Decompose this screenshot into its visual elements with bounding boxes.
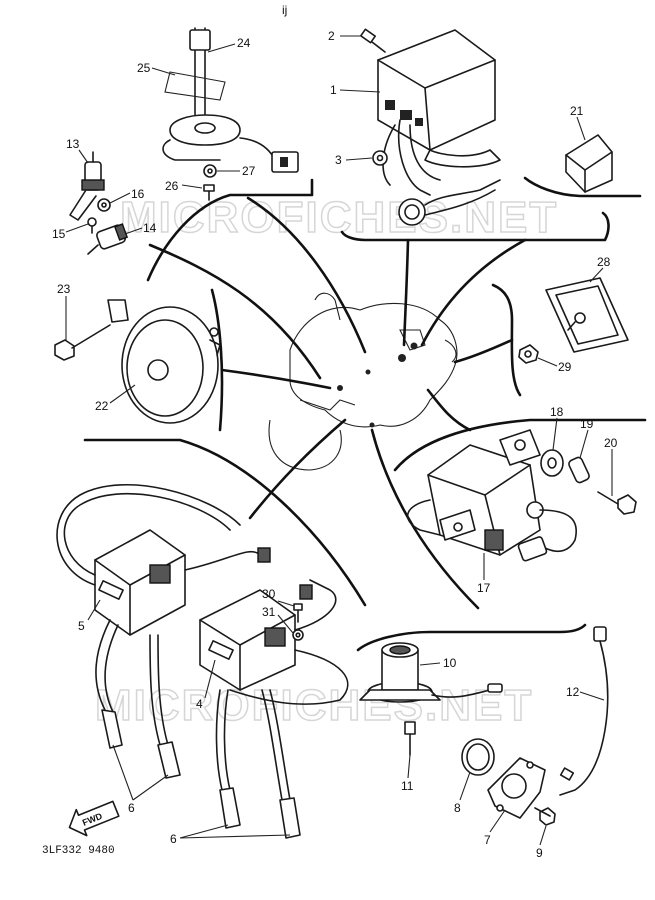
callout-17: 17 (477, 581, 491, 595)
callout-10: 10 (443, 656, 457, 670)
group-leaders (148, 196, 527, 610)
bolt-23 (54, 324, 111, 361)
forward-arrow: FWD (68, 800, 120, 837)
callout-7: 7 (484, 833, 491, 847)
callout-6a: 6 (128, 801, 135, 815)
callout-15: 15 (52, 227, 66, 241)
callout-21: 21 (570, 104, 584, 118)
grommet-18 (540, 449, 564, 477)
callout-24: 24 (237, 36, 251, 50)
callout-5: 5 (78, 619, 85, 633)
washer-16 (97, 198, 111, 212)
callout-6b: 6 (170, 832, 177, 846)
callout-23: 23 (57, 282, 71, 296)
relay-21 (565, 134, 613, 193)
screw-2 (359, 28, 386, 53)
plug-leads-6 (95, 619, 301, 839)
lamp-28 (545, 277, 629, 353)
switch-13 (69, 151, 105, 221)
screw-30 (293, 603, 303, 623)
callout-2: 2 (328, 29, 335, 43)
group-boundaries (83, 176, 647, 652)
callout-13: 13 (66, 137, 80, 151)
callouts: 1 2 3 4 5 6 6 7 8 9 10 11 12 13 14 15 16… (52, 29, 618, 860)
callout-29: 29 (558, 360, 572, 374)
header-mark: ij (282, 3, 287, 17)
ignition-coil-5 (56, 483, 271, 636)
bolt-11 (404, 721, 416, 756)
relay-17 (406, 429, 577, 562)
frame-sketch (268, 292, 458, 471)
nut-29 (518, 344, 539, 364)
callout-14: 14 (143, 221, 157, 235)
callout-18: 18 (550, 405, 564, 419)
callout-1: 1 (330, 83, 337, 97)
callout-27: 27 (242, 164, 256, 178)
callout-19: 19 (580, 417, 594, 431)
callout-25: 25 (137, 61, 151, 75)
fuel-sender-unit (162, 27, 299, 173)
callout-28: 28 (597, 255, 611, 269)
callout-9: 9 (536, 846, 543, 860)
lead-12 (559, 626, 609, 796)
horn-22 (107, 299, 221, 424)
callout-31: 31 (262, 605, 276, 619)
screw-26 (203, 184, 215, 201)
callout-20: 20 (604, 436, 618, 450)
callout-12: 12 (566, 685, 580, 699)
callout-leaders (65, 35, 613, 846)
bolt-9 (534, 807, 556, 826)
collar-19 (568, 456, 590, 484)
pickup-coil-10 (359, 642, 503, 703)
callout-4: 4 (196, 697, 203, 711)
collar-3 (372, 150, 388, 166)
ignition-coil-4 (199, 579, 349, 705)
o-ring-8 (461, 738, 495, 776)
watermark-bottom: MICROFICHES.NET (95, 681, 533, 730)
callout-8: 8 (454, 801, 461, 815)
callout-16: 16 (131, 187, 145, 201)
plate-7 (487, 757, 546, 819)
washer-31 (292, 629, 304, 641)
screw-15 (87, 217, 97, 234)
callout-11: 11 (401, 779, 414, 793)
callout-30: 30 (262, 587, 276, 601)
watermark-top: MICROFICHES.NET (120, 193, 558, 242)
callout-26: 26 (165, 179, 179, 193)
drawing-code: 3LF332 9480 (42, 845, 115, 857)
callout-3: 3 (335, 153, 342, 167)
callout-22: 22 (95, 399, 109, 413)
cdi-unit (377, 29, 501, 226)
washer-27 (203, 164, 217, 178)
bolt-20 (597, 491, 637, 515)
switch-14 (87, 223, 129, 255)
